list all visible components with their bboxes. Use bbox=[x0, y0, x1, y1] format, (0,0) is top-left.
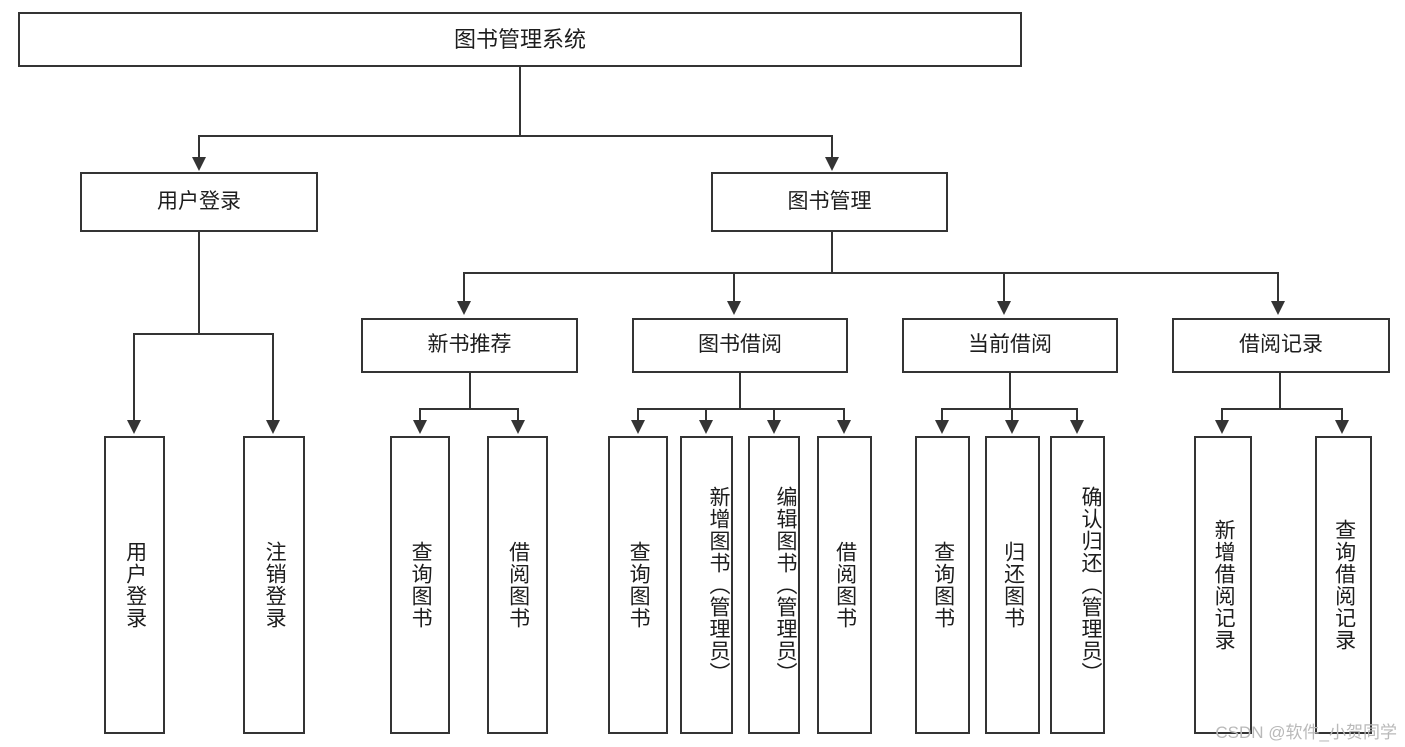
arrow-to-book-borrow bbox=[727, 301, 741, 315]
node-leaf-borrow-book-2[interactable]: 借阅图书 bbox=[817, 436, 872, 734]
arrow-to-borrow-record bbox=[1271, 301, 1285, 315]
connector-br-bus bbox=[1221, 408, 1343, 410]
connector-nbr-bus bbox=[419, 408, 518, 410]
node-label: 编辑图书（管理员） bbox=[774, 486, 797, 684]
csdn-watermark: CSDN @软件_小贺同学 bbox=[1215, 723, 1397, 742]
connector-cb-drop-2 bbox=[1011, 408, 1013, 421]
node-label: 新书推荐 bbox=[427, 333, 512, 357]
connector-bb-bus bbox=[637, 408, 845, 410]
connector-bb-drop-1 bbox=[637, 408, 639, 421]
node-current-borrow[interactable]: 当前借阅 bbox=[902, 318, 1118, 373]
connector-root-to-user-login bbox=[198, 135, 200, 157]
connector-cb-stem bbox=[1009, 373, 1011, 410]
arrow-to-leaf-user-login bbox=[127, 420, 141, 434]
arrow-to-leaf-borrow-book-2 bbox=[837, 420, 851, 434]
arrow-to-leaf-edit-book bbox=[767, 420, 781, 434]
connector-br-stem bbox=[1279, 373, 1281, 410]
connector-user-login-drop-1 bbox=[133, 333, 135, 421]
connector-bm-drop-2 bbox=[733, 272, 735, 302]
arrow-to-leaf-logout bbox=[266, 420, 280, 434]
arrow-to-leaf-query-book-3 bbox=[935, 420, 949, 434]
node-leaf-borrow-book-1[interactable]: 借阅图书 bbox=[487, 436, 548, 734]
connector-book-manage-bus bbox=[463, 272, 1279, 274]
node-label: 查询借阅记录 bbox=[1332, 519, 1356, 651]
node-label: 归还图书 bbox=[1001, 541, 1025, 629]
node-book-management-system[interactable]: 图书管理系统 bbox=[18, 12, 1022, 67]
connector-cb-bus bbox=[941, 408, 1078, 410]
arrow-to-leaf-query-book-2 bbox=[631, 420, 645, 434]
node-label: 借阅图书 bbox=[506, 541, 530, 629]
connector-bm-drop-3 bbox=[1003, 272, 1005, 302]
connector-br-drop-2 bbox=[1341, 408, 1343, 421]
node-label: 新增图书（管理员） bbox=[707, 486, 730, 684]
connector-nbr-stem bbox=[469, 373, 471, 410]
node-label: 当前借阅 bbox=[968, 333, 1052, 357]
connector-user-login-bus bbox=[133, 333, 274, 335]
node-book-borrow[interactable]: 图书借阅 bbox=[632, 318, 848, 373]
node-label: 借阅图书 bbox=[833, 541, 857, 629]
arrow-to-book-manage bbox=[825, 157, 839, 171]
node-user-login[interactable]: 用户登录 bbox=[80, 172, 318, 232]
node-leaf-query-book-1[interactable]: 查询图书 bbox=[390, 436, 450, 734]
arrow-to-leaf-add-book bbox=[699, 420, 713, 434]
node-borrow-record[interactable]: 借阅记录 bbox=[1172, 318, 1390, 373]
arrow-to-leaf-return-book bbox=[1005, 420, 1019, 434]
connector-bm-drop-4 bbox=[1277, 272, 1279, 302]
arrow-to-leaf-query-book-1 bbox=[413, 420, 427, 434]
connector-bm-drop-1 bbox=[463, 272, 465, 302]
node-label: 确认归还（管理员） bbox=[1079, 486, 1102, 684]
connector-user-login-stem bbox=[198, 232, 200, 335]
connector-nbr-drop-1 bbox=[419, 408, 421, 421]
node-label: 图书借阅 bbox=[698, 333, 782, 357]
node-leaf-query-record[interactable]: 查询借阅记录 bbox=[1315, 436, 1372, 734]
connector-root-stem bbox=[519, 67, 521, 136]
arrow-to-leaf-query-record bbox=[1335, 420, 1349, 434]
node-leaf-user-login[interactable]: 用户登录 bbox=[104, 436, 165, 734]
node-book-manage[interactable]: 图书管理 bbox=[711, 172, 948, 232]
node-leaf-edit-book[interactable]: 编辑图书（管理员） bbox=[748, 436, 800, 734]
arrow-to-user-login bbox=[192, 157, 206, 171]
node-label: 图书管理 bbox=[787, 189, 872, 213]
arrow-to-new-book-recommend bbox=[457, 301, 471, 315]
node-leaf-add-record[interactable]: 新增借阅记录 bbox=[1194, 436, 1252, 734]
node-leaf-return-book[interactable]: 归还图书 bbox=[985, 436, 1040, 734]
node-label: 注销登录 bbox=[263, 541, 287, 629]
connector-bb-stem bbox=[739, 373, 741, 410]
connector-bb-drop-2 bbox=[705, 408, 707, 421]
arrow-to-leaf-confirm-return bbox=[1070, 420, 1084, 434]
arrow-to-leaf-add-record bbox=[1215, 420, 1229, 434]
connector-nbr-drop-2 bbox=[517, 408, 519, 421]
node-label: 查询图书 bbox=[409, 541, 433, 629]
node-new-book-recommend[interactable]: 新书推荐 bbox=[361, 318, 578, 373]
arrow-to-leaf-borrow-book-1 bbox=[511, 420, 525, 434]
node-leaf-confirm-return[interactable]: 确认归还（管理员） bbox=[1050, 436, 1105, 734]
node-leaf-query-book-3[interactable]: 查询图书 bbox=[915, 436, 970, 734]
node-label: 借阅记录 bbox=[1239, 333, 1323, 357]
node-leaf-add-book[interactable]: 新增图书（管理员） bbox=[680, 436, 733, 734]
node-leaf-logout[interactable]: 注销登录 bbox=[243, 436, 305, 734]
connector-user-login-drop-2 bbox=[272, 333, 274, 421]
node-label: 新增借阅记录 bbox=[1212, 519, 1236, 651]
node-label: 查询图书 bbox=[931, 541, 955, 629]
node-leaf-query-book-2[interactable]: 查询图书 bbox=[608, 436, 668, 734]
connector-cb-drop-3 bbox=[1076, 408, 1078, 421]
connector-cb-drop-1 bbox=[941, 408, 943, 421]
connector-bb-drop-3 bbox=[773, 408, 775, 421]
connector-bb-drop-4 bbox=[843, 408, 845, 421]
connector-book-manage-stem bbox=[831, 232, 833, 274]
node-label: 查询图书 bbox=[627, 541, 651, 629]
node-label: 用户登录 bbox=[157, 189, 241, 213]
connector-root-bus bbox=[198, 135, 832, 137]
connector-br-drop-1 bbox=[1221, 408, 1223, 421]
node-label: 用户登录 bbox=[123, 541, 147, 629]
node-label: 图书管理系统 bbox=[453, 26, 586, 52]
connector-root-to-book-manage bbox=[831, 135, 833, 157]
arrow-to-current-borrow bbox=[997, 301, 1011, 315]
